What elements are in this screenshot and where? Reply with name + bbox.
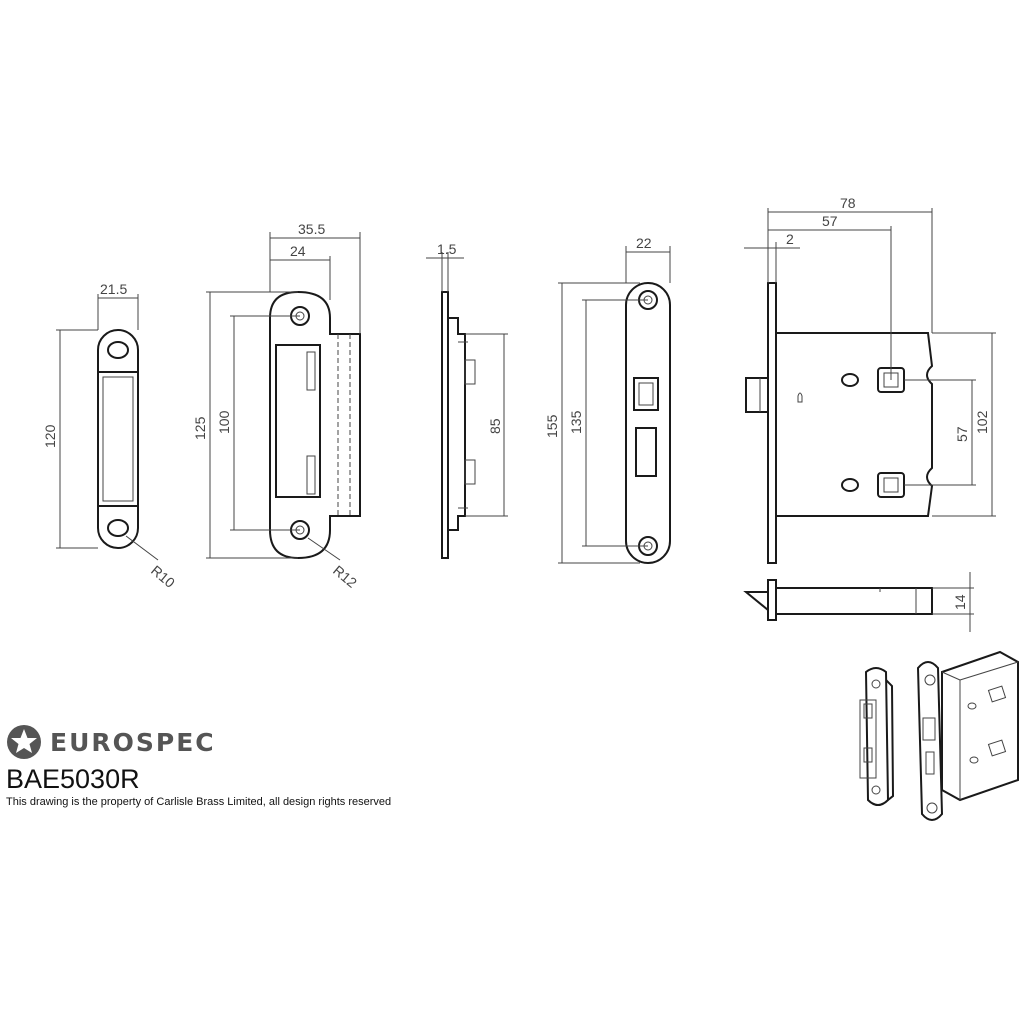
star-badge-icon — [7, 725, 41, 759]
strike-small-top-hole — [107, 341, 129, 359]
dim-lock-case-height: 102 — [974, 410, 990, 434]
lock-latch — [745, 377, 769, 413]
lock-keyhole — [797, 392, 803, 403]
dim-strike-small-radius: R10 — [148, 562, 178, 591]
dim-lock-centres: 57 — [954, 426, 970, 442]
dim-lock-backset: 57 — [822, 213, 838, 229]
dim-lock-thickness: 14 — [952, 594, 968, 610]
dim-strike-large-inner-width: 24 — [290, 243, 306, 259]
strike-small-bottom-hole — [107, 519, 129, 537]
lock-forend: 22 155 135 — [544, 235, 671, 564]
isometric-view — [859, 650, 1019, 821]
dim-strike-small-height: 120 — [42, 424, 58, 448]
dim-forend-width: 22 — [636, 235, 652, 251]
strike-plate-small: 21.5 120 R10 — [42, 281, 178, 591]
iso-strike-plate — [864, 667, 890, 806]
dim-strike-large-radius: R12 — [330, 562, 360, 591]
dim-strike-large-height: 125 — [192, 416, 208, 440]
side-box — [448, 317, 466, 531]
strike-small-outline — [97, 329, 139, 549]
iso-lock-case — [941, 650, 1019, 802]
strike-small-aperture-inner — [102, 376, 134, 502]
dim-forend-fixing-centres: 135 — [568, 410, 584, 434]
lock-body: 78 57 2 57 102 — [744, 195, 996, 564]
product-code: BAE5030R — [6, 764, 140, 794]
lock-follower-bottom — [877, 472, 905, 498]
brand-block: EUROSPEC BAE5030R This drawing is the pr… — [6, 724, 391, 808]
lock-case — [775, 332, 934, 517]
lock-top-view: 14 — [743, 572, 974, 632]
lock-fixing-hole-bottom — [841, 478, 859, 492]
forend-bolt-aperture — [635, 427, 657, 477]
dim-side-thickness: 1.5 — [437, 241, 457, 257]
dim-strike-large-inner-height: 100 — [216, 410, 232, 434]
dim-side-height: 85 — [487, 418, 503, 434]
dim-strike-large-width: 35.5 — [298, 221, 325, 237]
lock-fixing-hole-top — [841, 373, 859, 387]
forend-outline — [625, 282, 671, 564]
top-latch — [743, 591, 769, 613]
dim-lock-depth: 78 — [840, 195, 856, 211]
brand-row: EUROSPEC — [6, 724, 391, 760]
lock-forend-edge — [767, 282, 777, 564]
top-forend — [767, 579, 777, 621]
dim-lock-offset: 2 — [786, 231, 794, 247]
strike-plate-large: 35.5 24 125 100 R12 — [192, 221, 361, 591]
strike-side-view: 1.5 85 — [426, 241, 508, 559]
dim-forend-height: 155 — [544, 414, 560, 438]
copyright-notice: This drawing is the property of Carlisle… — [6, 796, 392, 808]
strike-large-aperture — [275, 344, 321, 498]
strike-large-outline — [269, 290, 361, 560]
brand-name: EUROSPEC — [50, 727, 216, 757]
top-case — [775, 587, 933, 615]
side-plate — [441, 291, 449, 559]
strike-small-aperture — [97, 371, 139, 507]
iso-forend — [916, 661, 944, 821]
dim-strike-small-width: 21.5 — [100, 281, 127, 297]
forend-latch-aperture — [633, 377, 659, 411]
